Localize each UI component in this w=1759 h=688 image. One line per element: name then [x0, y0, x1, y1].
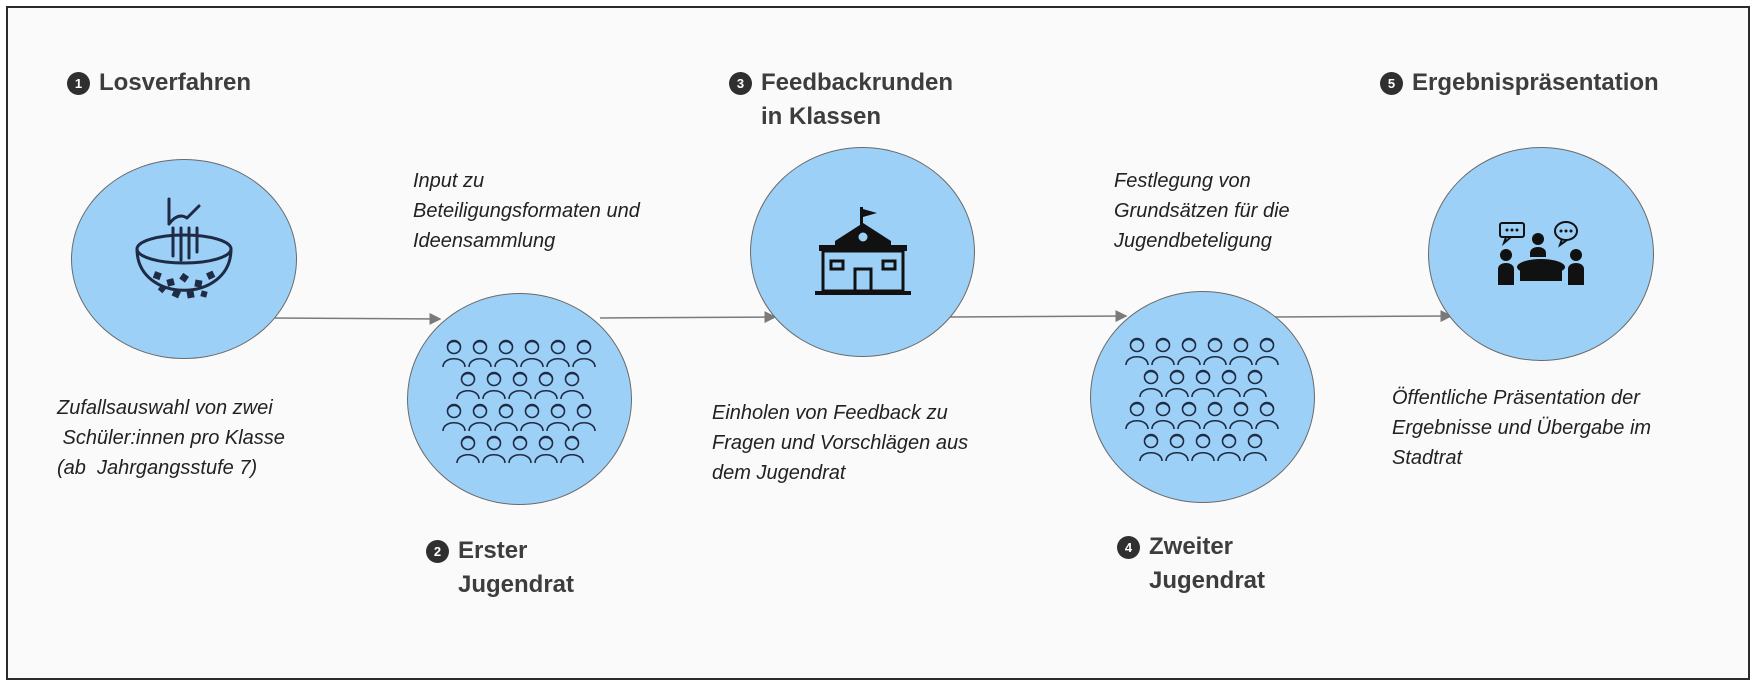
person-icon	[1202, 337, 1227, 366]
person-icon	[467, 403, 492, 432]
step-3-description-line-1: Einholen von Feedback zu	[712, 402, 948, 424]
step-2-circle	[407, 293, 632, 505]
person-icon	[1242, 369, 1267, 398]
step-3-description: Einholen von Feedback zu Fragen und Vors…	[712, 398, 968, 488]
person-icon	[1138, 369, 1163, 398]
step-1-description: Zufallsauswahl von zwei Schüler:innen pr…	[57, 393, 285, 483]
step-5-description-line-1: Öffentliche Präsentation der	[1392, 387, 1640, 409]
step-4-badge: 4	[1117, 536, 1140, 559]
person-icon	[519, 339, 544, 368]
person-icon	[571, 403, 596, 432]
person-icon	[1164, 369, 1189, 398]
person-icon	[545, 403, 570, 432]
person-icon	[1150, 337, 1175, 366]
person-icon	[533, 371, 558, 400]
arrow-4-to-5	[1274, 310, 1453, 323]
step-5-badge: 5	[1380, 72, 1403, 95]
step-5-description-line-2: Ergebnisse und Übergabe im	[1392, 417, 1652, 439]
step-4-description-line-2: Grundsätzen für die	[1114, 200, 1290, 222]
person-icon	[571, 339, 596, 368]
step-3-title: 3 Feedbackrunden in Klassen	[729, 66, 953, 134]
step-2-badge: 2	[426, 540, 449, 563]
meeting-discussion-icon	[1498, 221, 1584, 285]
person-icon	[1176, 401, 1201, 430]
person-icon	[1254, 401, 1279, 430]
step-4-title: 4 Zweiter Jugendrat	[1117, 530, 1265, 598]
step-1-badge: 1	[67, 72, 90, 95]
person-icon	[1216, 369, 1241, 398]
step-4-description-line-3: Jugendbeteligung	[1114, 230, 1272, 252]
step-3-description-line-3: dem Jugendrat	[712, 462, 846, 484]
hand-drawing-lots-bowl-icon	[135, 197, 233, 299]
person-icon	[493, 339, 518, 368]
person-icon	[507, 371, 532, 400]
step-4-description-line-1: Festlegung von	[1114, 170, 1251, 192]
step-2-description: Input zu Beteiligungsformaten und Ideens…	[413, 166, 640, 256]
step-2-description-line-3: Ideensammlung	[413, 230, 556, 252]
person-icon	[1124, 337, 1149, 366]
person-icon	[467, 339, 492, 368]
person-icon	[519, 403, 544, 432]
step-4-title-line-2: Jugendrat	[1149, 567, 1266, 594]
person-icon	[1228, 337, 1253, 366]
arrow-1-to-2	[269, 312, 442, 325]
person-icon	[533, 435, 558, 464]
step-1-circle	[71, 159, 297, 359]
person-icon	[1138, 433, 1163, 462]
step-3-circle	[750, 147, 975, 357]
person-icon	[481, 435, 506, 464]
step-5-title-line-1: Ergebnispräsentation	[1412, 69, 1659, 96]
step-5-description: Öffentliche Präsentation der Ergebnisse …	[1392, 383, 1651, 473]
arrow-3-to-4	[949, 310, 1128, 323]
step-3-badge: 3	[729, 72, 752, 95]
person-icon	[1254, 337, 1279, 366]
step-2-title-line-2: Jugendrat	[458, 571, 575, 598]
step-2-description-line-2: Beteiligungsformaten und	[413, 200, 640, 222]
person-icon	[1190, 433, 1215, 462]
person-icon	[1228, 401, 1253, 430]
step-5-circle	[1428, 147, 1654, 361]
step-2-title-line-1: Erster	[458, 537, 528, 564]
step-1-description-line-3: (ab Jahrgangsstufe 7)	[57, 457, 258, 479]
person-icon	[1242, 433, 1267, 462]
person-icon	[545, 339, 570, 368]
person-icon	[441, 403, 466, 432]
step-1-title: 1 Losverfahren	[67, 66, 251, 100]
person-icon	[455, 435, 480, 464]
step-5-description-line-3: Stadtrat	[1392, 447, 1463, 469]
crowd-of-people-icon	[1124, 337, 1279, 462]
person-icon	[1202, 401, 1227, 430]
person-icon	[1190, 369, 1215, 398]
step-3-description-line-2: Fragen und Vorschlägen aus	[712, 432, 969, 454]
step-2-title: 2 Erster Jugendrat	[426, 534, 574, 602]
person-icon	[481, 371, 506, 400]
person-icon	[559, 371, 584, 400]
school-building-icon	[814, 207, 911, 295]
step-1-description-line-2: Schüler:innen pro Klasse	[57, 427, 285, 449]
person-icon	[1176, 337, 1201, 366]
step-4-description: Festlegung von Grundsätzen für die Jugen…	[1114, 166, 1290, 256]
person-icon	[1164, 433, 1189, 462]
step-4-title-line-1: Zweiter	[1149, 533, 1234, 560]
person-icon	[559, 435, 584, 464]
arrow-2-to-3	[599, 311, 777, 324]
person-icon	[493, 403, 518, 432]
step-3-title-line-2: in Klassen	[761, 103, 882, 130]
crowd-of-people-icon	[441, 339, 596, 464]
person-icon	[1124, 401, 1149, 430]
step-1-description-line-1: Zufallsauswahl von zwei	[57, 397, 273, 419]
person-icon	[507, 435, 532, 464]
person-icon	[1150, 401, 1175, 430]
step-3-title-line-1: Feedbackrunden	[761, 69, 954, 96]
step-2-description-line-1: Input zu	[413, 170, 485, 192]
step-4-circle	[1090, 291, 1315, 503]
step-1-title-line-1: Losverfahren	[99, 69, 252, 96]
person-icon	[1216, 433, 1241, 462]
person-icon	[455, 371, 480, 400]
person-icon	[441, 339, 466, 368]
step-5-title: 5 Ergebnispräsentation	[1380, 66, 1659, 100]
